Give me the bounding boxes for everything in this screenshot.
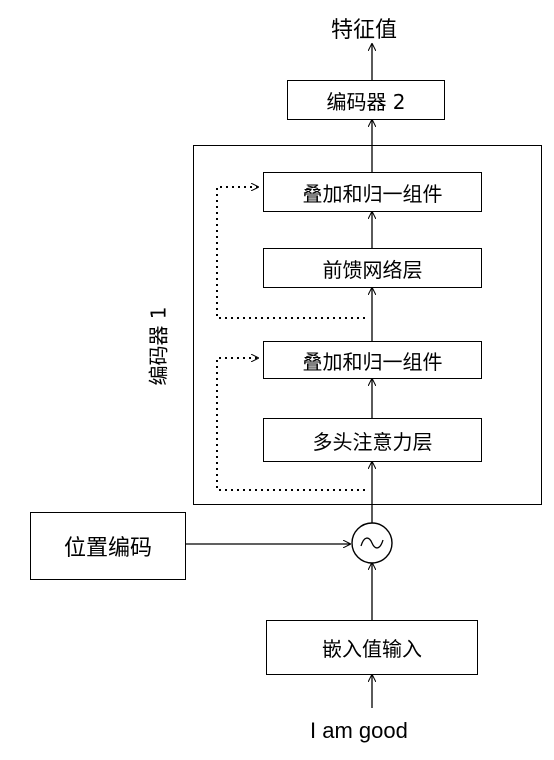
embedding-input-box: 嵌入值输入 [266,620,478,675]
encoder2-label: 编码器 2 [326,89,406,114]
multihead-attention-box: 多头注意力层 [263,418,482,462]
add-norm-top-box: 叠加和归一组件 [263,172,482,212]
multihead-attention-label: 多头注意力层 [312,429,433,454]
add-norm-bottom-box: 叠加和归一组件 [263,341,482,379]
positional-encoding-label: 位置编码 [63,536,152,561]
feedforward-label: 前馈网络层 [322,257,423,282]
sine-wave-icon [360,537,384,549]
encoder2-box: 编码器 2 [287,80,445,120]
residual-connection-bottom [216,358,365,491]
feedforward-box: 前馈网络层 [263,248,482,288]
residual-connection-top [216,187,365,319]
add-norm-bottom-label: 叠加和归一组件 [302,349,443,374]
encoder1-container [193,145,542,505]
output-label: 特征值 [331,18,398,43]
input-text: I am good [310,718,408,743]
embedding-input-label: 嵌入值输入 [322,637,422,661]
positional-encoding-box: 位置编码 [30,512,186,580]
encoder1-label: 编码器 1 [146,306,171,386]
add-norm-top-label: 叠加和归一组件 [302,181,443,206]
